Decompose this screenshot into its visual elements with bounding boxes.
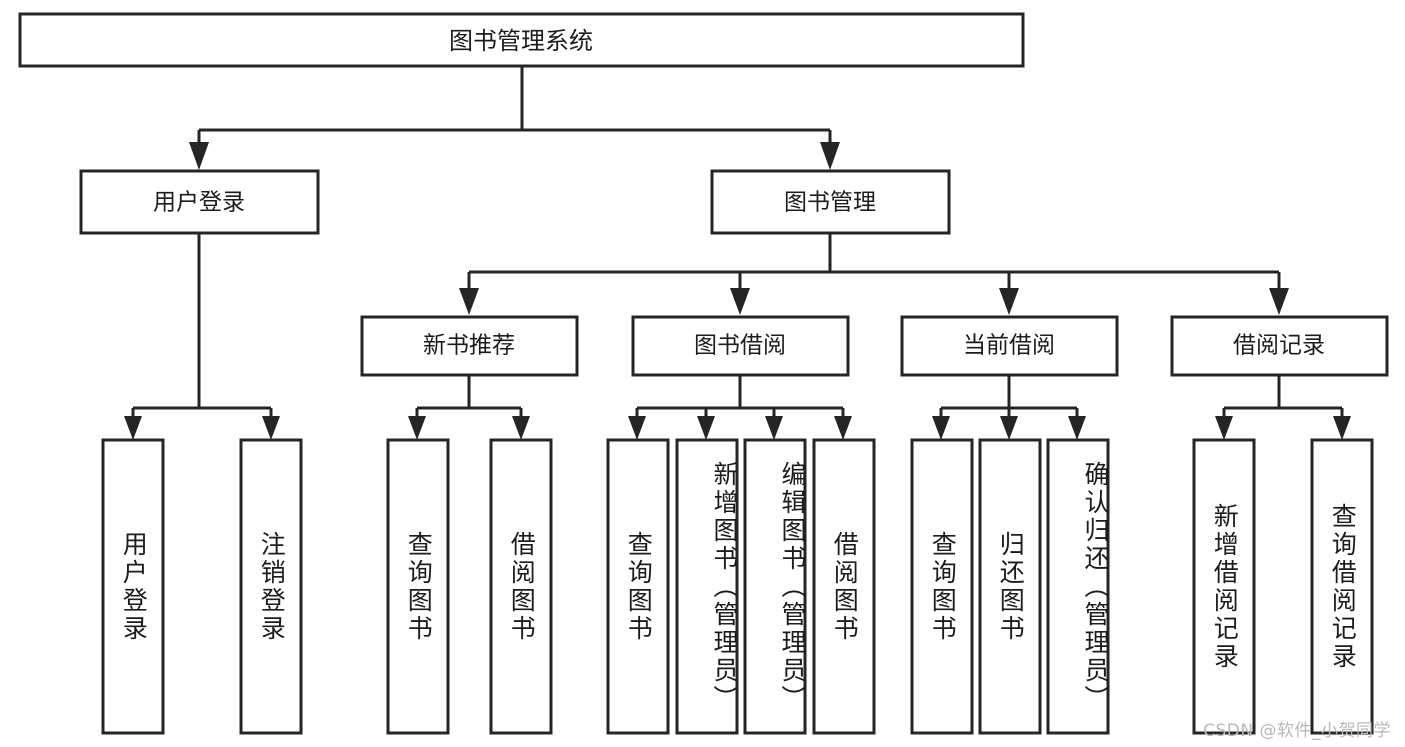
- node-new-book-recommend-label: 新书推荐: [423, 333, 515, 359]
- node-new-book-recommend-box: [360, 315, 579, 377]
- arrow-to-leaf-query-book-b: [628, 416, 646, 440]
- leaf-box-logout[interactable]: [239, 438, 303, 735]
- arrow-to-user-login: [189, 142, 209, 170]
- arrow-to-borrow-record: [1269, 288, 1289, 315]
- edges-book-borrow-to-leaves: [628, 376, 852, 440]
- node-book-management-label: 图书管理: [784, 190, 876, 216]
- arrow-to-book-mgmt: [820, 142, 840, 170]
- leaf-box-confirm-return-admin[interactable]: [1046, 438, 1110, 735]
- edges-borrow-record-to-leaves: [1215, 376, 1351, 440]
- arrow-to-current-borrow: [999, 288, 1019, 315]
- node-current-borrow[interactable]: 当前借阅: [900, 315, 1119, 377]
- arrow-to-leaf-return-book: [1000, 416, 1018, 440]
- arrow-to-leaf-logout: [262, 416, 280, 440]
- leaf-box-add-book-admin[interactable]: [675, 438, 739, 735]
- node-current-borrow-label: 当前借阅: [963, 333, 1055, 359]
- edges-user-login-to-leaves: [124, 234, 280, 440]
- arrow-to-leaf-borrow-book-a: [512, 416, 530, 440]
- edges-book-mgmt-to-level3: [459, 234, 1289, 315]
- leaf-box-return-book[interactable]: [978, 438, 1042, 735]
- edges-current-borrow-to-leaves: [932, 376, 1086, 440]
- arrow-to-leaf-user-login: [124, 416, 142, 440]
- node-root-book-management-system[interactable]: 图书管理系统: [18, 12, 1025, 68]
- leaf-box-borrow-book-a[interactable]: [489, 438, 553, 735]
- node-root-box: [18, 12, 1025, 68]
- edges-new-book-rec-to-leaves: [408, 376, 530, 440]
- node-book-borrow-box: [631, 315, 850, 377]
- edges-root-to-level2: [189, 66, 840, 170]
- arrow-to-leaf-query-record: [1333, 416, 1351, 440]
- arrow-to-leaf-confirm-return: [1068, 416, 1086, 440]
- node-book-management-box: [710, 169, 951, 235]
- arrow-to-leaf-edit-book: [765, 416, 783, 440]
- node-user-login-box: [79, 169, 320, 235]
- node-book-borrow[interactable]: 图书借阅: [631, 315, 850, 377]
- node-user-login[interactable]: 用户登录: [79, 169, 320, 235]
- arrow-to-book-borrow: [730, 288, 750, 315]
- leaf-boxes: [101, 438, 1374, 735]
- node-new-book-recommend[interactable]: 新书推荐: [360, 315, 579, 377]
- node-borrow-record-box: [1170, 315, 1389, 377]
- arrow-to-new-book-rec: [459, 288, 479, 315]
- node-borrow-record-label: 借阅记录: [1233, 333, 1325, 359]
- node-borrow-record[interactable]: 借阅记录: [1170, 315, 1389, 377]
- leaf-box-query-book-a[interactable]: [386, 438, 450, 735]
- node-current-borrow-box: [900, 315, 1119, 377]
- leaf-box-query-book-b[interactable]: [606, 438, 670, 735]
- leaf-box-query-borrow-record[interactable]: [1310, 438, 1374, 735]
- node-book-management[interactable]: 图书管理: [710, 169, 951, 235]
- arrow-to-leaf-add-book: [697, 416, 715, 440]
- node-book-borrow-label: 图书借阅: [694, 333, 786, 359]
- node-user-login-label: 用户登录: [153, 190, 245, 216]
- arrow-to-leaf-borrow-book-b: [834, 416, 852, 440]
- leaf-box-query-book-c[interactable]: [910, 438, 974, 735]
- arrow-to-leaf-query-book-c: [932, 416, 950, 440]
- csdn-watermark: CSDN @软件_小贺同学: [1203, 721, 1391, 741]
- leaf-box-edit-book-admin[interactable]: [743, 438, 807, 735]
- node-root-label: 图书管理系统: [449, 27, 593, 55]
- arrow-to-leaf-query-book-a: [408, 416, 426, 440]
- leaf-box-borrow-book-b[interactable]: [812, 438, 876, 735]
- arrow-to-leaf-add-record: [1215, 416, 1233, 440]
- leaf-box-user-login[interactable]: [101, 438, 165, 735]
- leaf-box-add-borrow-record[interactable]: [1192, 438, 1256, 735]
